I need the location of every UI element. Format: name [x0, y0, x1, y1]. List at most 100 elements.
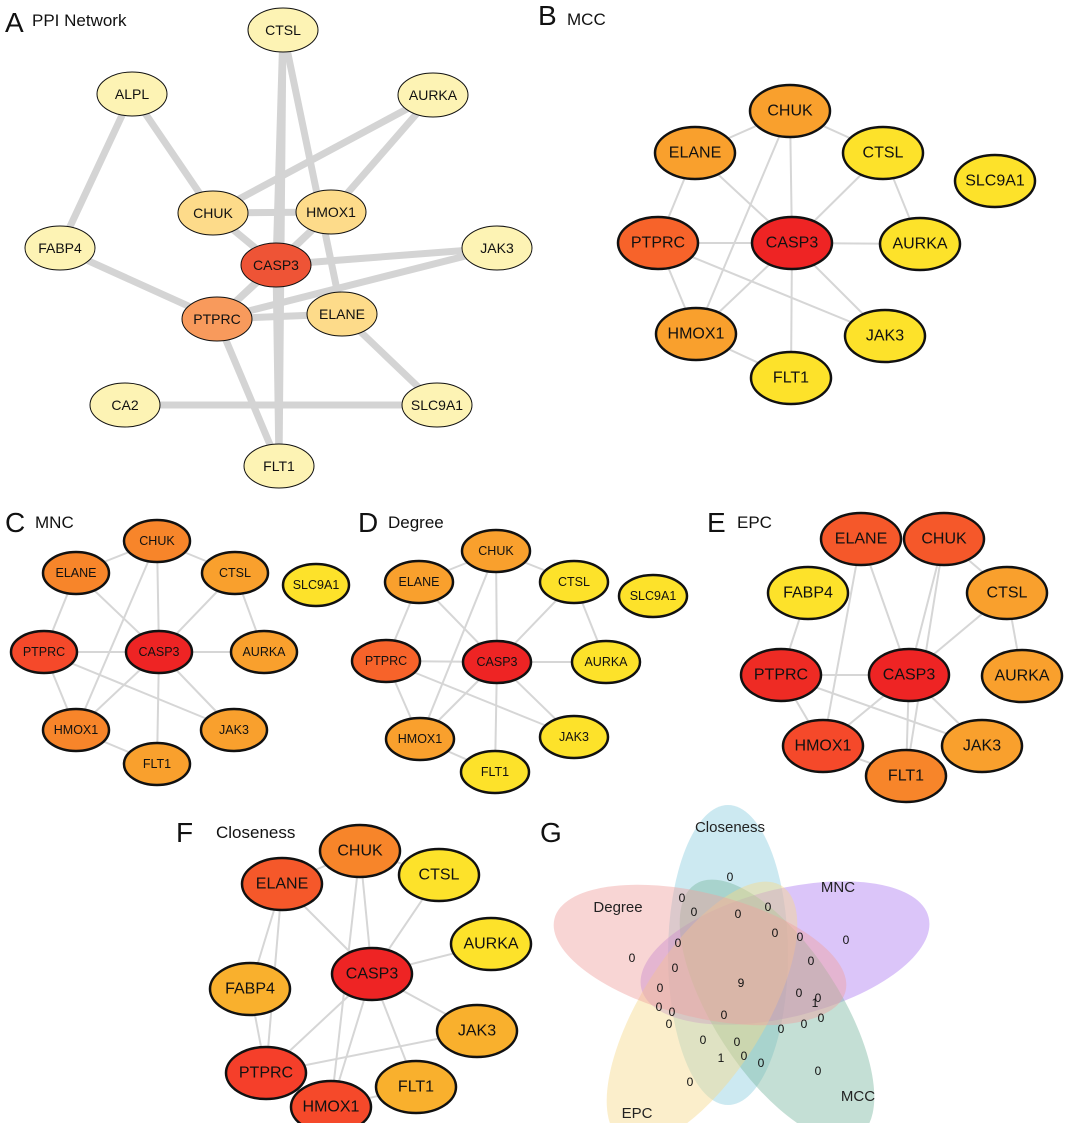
node-aurka: AURKA	[229, 629, 299, 675]
node-label: CHUK	[139, 534, 175, 548]
node-label: CHUK	[921, 531, 967, 548]
node-flt1: FLT1	[749, 350, 833, 406]
node-label: ELANE	[835, 531, 887, 548]
node-shape	[940, 718, 1024, 774]
node-label: SLC9A1	[630, 589, 677, 603]
node-ptprc: PTPRC	[739, 647, 823, 703]
venn-set-label: EPC	[622, 1105, 653, 1122]
venn-count: 0	[765, 900, 772, 914]
venn-set-label: MCC	[841, 1088, 875, 1105]
node-label: FABP4	[783, 585, 833, 602]
node-shape	[177, 190, 249, 236]
node-label: AURKA	[463, 936, 518, 953]
node-label: HMOX1	[303, 1099, 360, 1116]
node-casp3: CASP3	[750, 215, 834, 271]
node-shape	[953, 153, 1037, 209]
edge	[419, 550, 497, 740]
node-label: PTPRC	[631, 235, 685, 252]
node-label: AURKA	[242, 645, 286, 659]
node-label: CTSL	[219, 566, 251, 580]
node-ctsl: CTSL	[965, 565, 1049, 621]
edge	[75, 540, 158, 731]
node-label: AURKA	[892, 236, 947, 253]
node-fabp4: FABP4	[24, 225, 96, 271]
venn-count: 1	[812, 996, 819, 1010]
venn-count: 0	[734, 1035, 741, 1049]
node-ca2: CA2	[89, 382, 161, 428]
panel-title: EPC	[737, 513, 772, 532]
node-shape	[181, 296, 253, 342]
venn-count: 0	[656, 1000, 663, 1014]
panel-letter: D	[358, 507, 378, 538]
node-aurka: AURKA	[878, 216, 962, 272]
node-ptprc: PTPRC	[9, 629, 79, 675]
node-jak3: JAK3	[940, 718, 1024, 774]
node-chuk: CHUK	[460, 528, 532, 574]
edge	[213, 315, 283, 470]
node-shape	[766, 565, 850, 621]
node-label: ELANE	[319, 306, 365, 322]
node-slc9a1: SLC9A1	[953, 153, 1037, 209]
node-fabp4: FABP4	[766, 565, 850, 621]
node-label: CTSL	[987, 585, 1028, 602]
node-label: PTPRC	[239, 1065, 293, 1082]
node-elane: ELANE	[306, 291, 378, 337]
node-ctsl: CTSL	[247, 7, 319, 53]
node-shape	[980, 648, 1064, 704]
node-label: CASP3	[346, 966, 399, 983]
node-label: CHUK	[337, 843, 383, 860]
node-ptprc: PTPRC	[224, 1045, 308, 1101]
panel-letter: G	[540, 817, 562, 848]
node-shape	[654, 306, 738, 362]
node-shape	[24, 225, 96, 271]
node-ctsl: CTSL	[841, 125, 925, 181]
node-label: CA2	[111, 397, 138, 413]
venn-set-label: Closeness	[695, 819, 765, 836]
node-aurka: AURKA	[397, 72, 469, 118]
node-label: HMOX1	[398, 732, 443, 746]
node-shape	[397, 847, 481, 903]
venn-count: 0	[815, 1064, 822, 1078]
node-label: SLC9A1	[411, 397, 463, 413]
node-fabp4: FABP4	[208, 961, 292, 1017]
node-ptprc: PTPRC	[350, 638, 422, 684]
node-shape	[243, 443, 315, 489]
node-shape	[843, 308, 927, 364]
panel-title: MNC	[35, 513, 74, 532]
node-label: HMOX1	[306, 204, 356, 220]
node-hmox1: HMOX1	[41, 707, 111, 753]
node-chuk: CHUK	[122, 518, 192, 564]
node-shape	[459, 749, 531, 795]
node-shape	[965, 565, 1049, 621]
node-shape	[96, 71, 168, 117]
node-shape	[384, 716, 456, 762]
venn-count: 0	[679, 891, 686, 905]
node-label: HMOX1	[795, 738, 852, 755]
node-label: ELANE	[669, 145, 721, 162]
venn-count: 0	[721, 1008, 728, 1022]
node-label: FLT1	[143, 757, 171, 771]
node-label: AURKA	[994, 668, 1049, 685]
node-ptprc: PTPRC	[616, 215, 700, 271]
node-shape	[240, 242, 312, 288]
node-shape	[330, 946, 414, 1002]
venn-count: 0	[796, 986, 803, 1000]
node-casp3: CASP3	[461, 639, 533, 685]
node-flt1: FLT1	[122, 741, 192, 787]
edge	[272, 261, 283, 470]
node-slc9a1: SLC9A1	[281, 562, 351, 608]
node-jak3: JAK3	[199, 707, 269, 753]
node-shape	[122, 741, 192, 787]
node-label: CASP3	[766, 235, 819, 252]
node-shape	[41, 707, 111, 753]
node-flt1: FLT1	[459, 749, 531, 795]
node-label: FABP4	[225, 981, 275, 998]
edge	[695, 110, 791, 335]
node-aurka: AURKA	[449, 916, 533, 972]
node-shape	[617, 573, 689, 619]
venn-count: 0	[687, 1075, 694, 1089]
